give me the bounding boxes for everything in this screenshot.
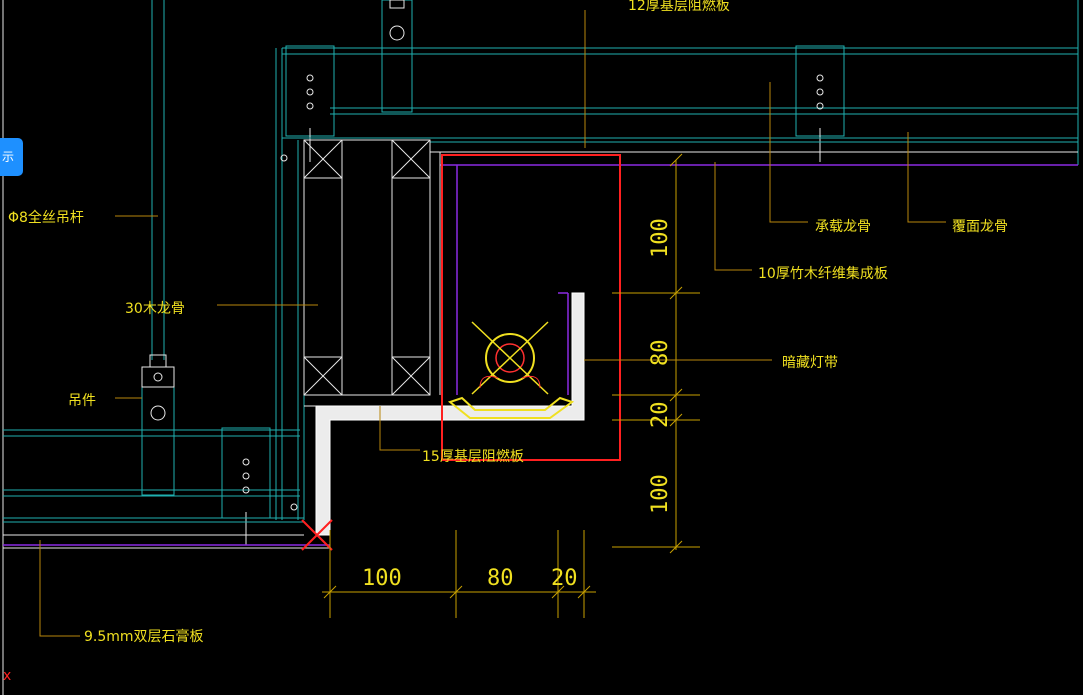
corner-mark-icon: x [3,668,11,684]
side-tab-button[interactable]: 示 [0,138,23,176]
label-top-board: 12厚基层阻燃板 [628,0,730,14]
left-bearing-keel [3,427,300,545]
leader-lines [39,10,946,637]
horizontal-dimension [322,530,596,618]
white-l-board [315,292,585,536]
label-bearing-keel: 承载龙骨 [815,219,871,235]
dim-h-2: 80 [487,566,514,591]
left-gypsum-layers [3,517,330,549]
dim-v-3: 20 [648,402,673,429]
wood-keel-block [303,139,431,396]
dim-v-2: 80 [648,340,673,367]
inner-board [429,142,569,395]
top-bearing-keel [282,0,1079,165]
dim-v-1: 100 [648,218,673,258]
label-wood-keel: 30木龙骨 [125,301,185,317]
label-base-board-15: 15厚基层阻燃板 [422,448,524,465]
vertical-frame [275,48,305,520]
corner-x-mark [301,519,333,551]
highlight-box [441,154,621,461]
label-hanger: 吊件 [68,393,96,409]
hanger-part [141,366,175,496]
label-bamboo-board: 10厚竹木纤维集成板 [758,265,888,282]
dim-h-1: 100 [362,566,402,591]
label-cover-keel: 覆面龙骨 [952,219,1008,235]
label-rod: Φ8全丝吊杆 [8,209,84,226]
label-gypsum: 9.5mm双层石膏板 [84,628,204,645]
dim-v-4: 100 [648,474,673,514]
top-hanger [381,0,413,113]
label-hidden-light: 暗藏灯带 [782,355,838,371]
top-board-layers [282,137,1078,166]
vertical-dimension [612,153,700,554]
hidden-light-fixture [447,321,575,419]
dim-h-3: 20 [551,566,578,591]
